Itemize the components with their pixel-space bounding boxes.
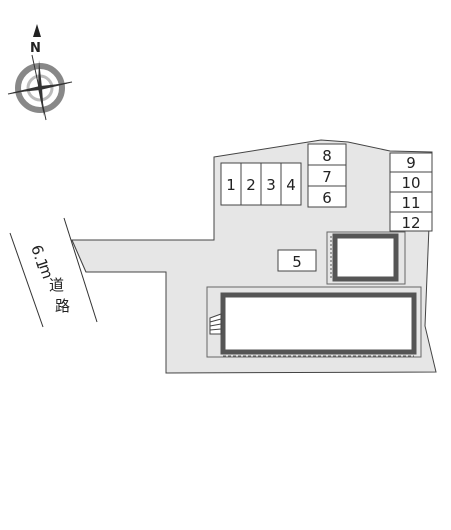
parking-row-left: 1 2 3 4 [220, 162, 302, 206]
road-name-char-2: 路 [55, 297, 70, 315]
parking-space-label: 10 [401, 174, 420, 192]
parking-column-center: 8 7 6 [307, 143, 347, 208]
parking-space-label: 8 [322, 147, 332, 165]
north-label: N [30, 41, 41, 56]
road-unit-label: m [35, 262, 57, 281]
parking-space-single: 5 [277, 249, 317, 272]
parking-space-label: 6 [322, 189, 332, 207]
parking-space-label: 11 [401, 194, 420, 212]
stairs-icon [209, 313, 222, 335]
road: 6.1 m 道 路 [9, 217, 98, 328]
parking-space-label: 4 [286, 176, 296, 194]
parking-space-label: 5 [292, 253, 302, 271]
road-name-char-1: 道 [49, 276, 64, 294]
compass-rose-icon: N [7, 24, 73, 121]
parking-space-label: 7 [322, 168, 332, 186]
parking-space-label: 2 [246, 176, 256, 194]
parking-space-label: 9 [406, 154, 416, 172]
parking-space-label: 12 [401, 214, 420, 232]
parking-column-right: 9 10 11 12 [389, 152, 433, 232]
annex-building [326, 231, 406, 285]
parking-space-label: 3 [266, 176, 276, 194]
main-building [206, 286, 422, 358]
parking-space-label: 1 [226, 176, 236, 194]
